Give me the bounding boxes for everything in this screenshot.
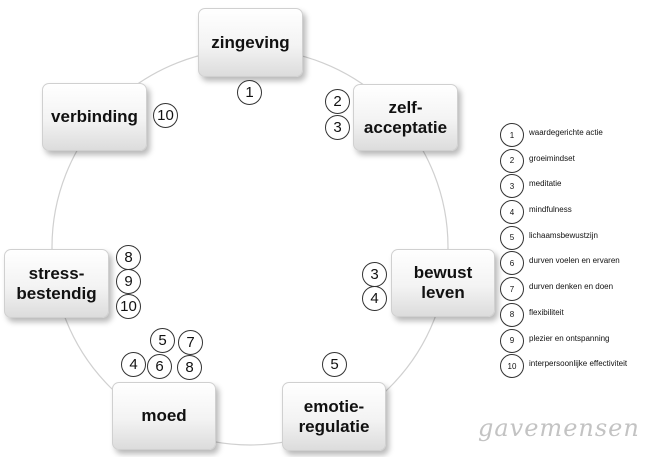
legend-item: 7 durven denken en doen	[500, 277, 648, 303]
node-label: bewust leven	[413, 263, 473, 302]
legend-label: groeimindset	[529, 153, 575, 163]
legend-number: 3	[500, 174, 524, 199]
legend-number: 6	[500, 251, 524, 276]
number-badge: 5	[150, 328, 175, 353]
legend-item: 10 interpersoonlijke effectiviteit	[500, 354, 648, 380]
legend-label: waardegerichte actie	[529, 128, 603, 137]
legend-item: 2 groeimindset	[500, 148, 648, 175]
node-label: emotie- regulatie	[298, 396, 370, 436]
legend-label: plezier en ontspanning	[529, 333, 610, 343]
number-badge: 7	[178, 330, 203, 355]
legend-item: 6 durven voelen en ervaren	[500, 251, 648, 277]
node-label: zingeving	[211, 32, 290, 52]
legend-item: 1 waardegerichte actie	[500, 123, 648, 149]
node-emotie-regulatie: emotie- regulatie	[282, 382, 386, 451]
legend-item: 4 mindfulness	[500, 200, 648, 226]
number-badge: 9	[116, 269, 141, 294]
legend-item: 9 plezier en ontspanning	[500, 328, 648, 355]
legend-number: 4	[500, 200, 524, 225]
node-verbinding: verbinding	[42, 83, 147, 151]
node-moed: moed	[112, 382, 216, 450]
number-badge: 4	[362, 286, 387, 311]
legend-label: meditatie	[529, 179, 562, 189]
number-badge: 6	[147, 354, 172, 379]
number-badge: 3	[362, 262, 387, 287]
number-badge: 1	[237, 80, 262, 105]
number-badge: 2	[325, 89, 350, 114]
legend-item: 8 flexibiliteit	[500, 302, 648, 329]
node-label: moed	[141, 406, 187, 425]
node-stress-bestendig: stress- bestendig	[4, 249, 109, 318]
node-zelf-acceptatie: zelf- acceptatie	[353, 84, 458, 151]
legend-number: 2	[500, 148, 524, 173]
node-label: verbinding	[51, 107, 138, 126]
legend-item: 5 lichaamsbewustzijn	[500, 225, 648, 252]
brand-logo: gavemensen	[478, 414, 640, 442]
legend-number: 10	[500, 354, 524, 379]
legend-label: durven voelen en ervaren	[529, 256, 620, 266]
legend-label: durven denken en doen	[529, 282, 614, 292]
legend: 1 waardegerichte actie 2 groeimindset 3 …	[500, 123, 648, 380]
node-label: zelf- acceptatie	[363, 97, 448, 137]
number-badge: 3	[325, 115, 350, 140]
number-badge: 4	[121, 352, 146, 377]
legend-label: lichaamsbewustzijn	[529, 230, 598, 240]
legend-number: 5	[500, 225, 524, 250]
number-badge: 10	[116, 294, 141, 319]
number-badge: 5	[322, 352, 347, 377]
number-badge: 8	[177, 355, 202, 380]
legend-item: 3 meditatie	[500, 174, 648, 200]
legend-label: mindfulness	[529, 205, 572, 215]
legend-label: flexibiliteit	[529, 307, 564, 317]
number-badge: 10	[153, 103, 178, 128]
legend-number: 7	[500, 277, 524, 302]
node-zingeving: zingeving	[198, 8, 303, 77]
number-badge: 8	[116, 245, 141, 270]
node-bewust-leven: bewust leven	[391, 249, 495, 317]
legend-number: 9	[500, 328, 524, 353]
legend-label: interpersoonlijke effectiviteit	[529, 359, 628, 369]
legend-number: 1	[500, 123, 524, 147]
legend-number: 8	[500, 302, 524, 327]
node-label: stress- bestendig	[16, 263, 97, 303]
